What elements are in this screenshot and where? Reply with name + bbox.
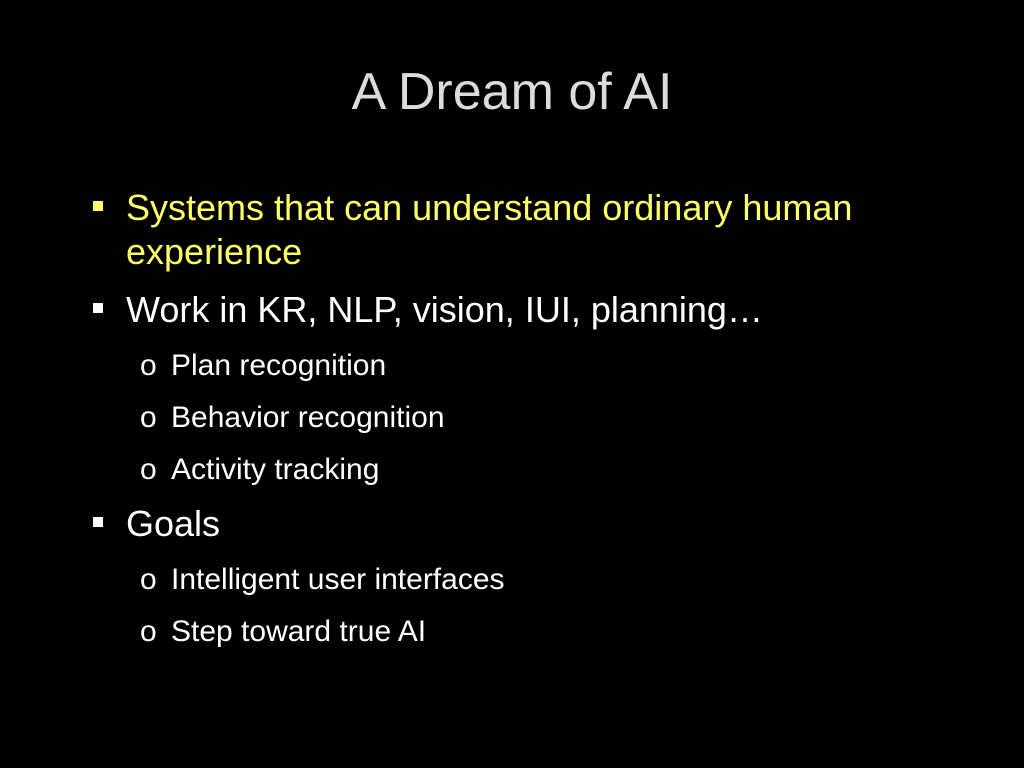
sub-bullet-item: o Activity tracking	[88, 450, 968, 490]
sub-bullet-item: o Step toward true AI	[88, 612, 968, 652]
bullet-item-goals: Goals	[88, 502, 968, 546]
sub-bullet-text: Activity tracking	[171, 453, 380, 486]
bullet-text: Goals	[126, 503, 221, 544]
sub-bullet-marker: o	[140, 615, 157, 648]
square-bullet-icon	[93, 303, 103, 313]
sub-bullet-text: Step toward true AI	[171, 615, 427, 648]
sub-bullet-text: Behavior recognition	[171, 401, 445, 434]
sub-bullet-marker: o	[140, 349, 157, 382]
slide-title: A Dream of AI	[351, 63, 673, 121]
square-bullet-icon	[93, 517, 103, 527]
bullet-item-work: Work in KR, NLP, vision, IUI, planning…	[88, 288, 968, 332]
slide-body: Systems that can understand ordinary hum…	[88, 186, 968, 664]
bullet-text: Systems that can understand ordinary hum…	[126, 187, 853, 272]
square-bullet-icon	[93, 201, 103, 211]
sub-bullet-text: Intelligent user interfaces	[171, 563, 505, 596]
sub-bullet-text: Plan recognition	[171, 349, 387, 382]
bullet-text: Work in KR, NLP, vision, IUI, planning…	[126, 289, 763, 330]
sub-bullet-item: o Plan recognition	[88, 346, 968, 386]
sub-bullet-item: o Intelligent user interfaces	[88, 560, 968, 600]
sub-bullet-marker: o	[140, 401, 157, 434]
sub-bullet-marker: o	[140, 563, 157, 596]
sub-bullet-item: o Behavior recognition	[88, 398, 968, 438]
bullet-item-systems: Systems that can understand ordinary hum…	[88, 186, 968, 274]
sub-bullet-marker: o	[140, 453, 157, 486]
